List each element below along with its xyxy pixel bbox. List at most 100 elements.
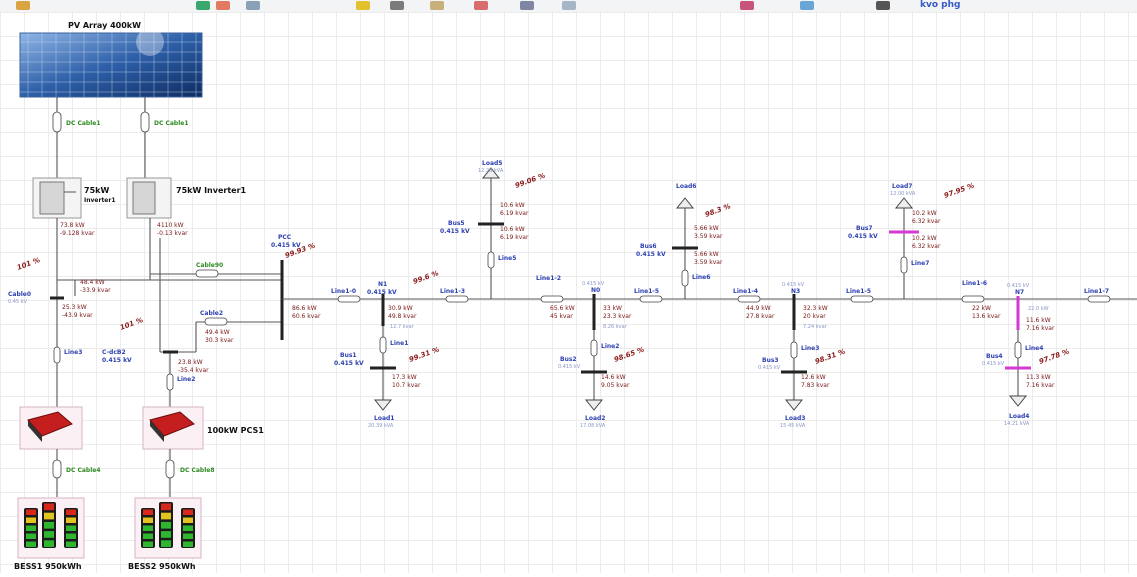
inverter-left[interactable] xyxy=(32,177,82,219)
cable90[interactable] xyxy=(195,269,219,278)
bus5-a-kvar: 6.19 kvar xyxy=(500,210,529,217)
cable-flow-b-kw: 25.3 kW xyxy=(62,304,87,311)
bus3-label: Bus3 xyxy=(762,357,779,364)
chart-icon[interactable] xyxy=(520,1,534,10)
line3[interactable] xyxy=(53,346,61,364)
line1-5[interactable] xyxy=(639,295,663,303)
bus2-kvar: 9.05 kvar xyxy=(601,382,630,389)
load4-label: Load4 xyxy=(1009,413,1029,420)
cable2[interactable] xyxy=(204,317,228,326)
line1-0-label: Line1-0 xyxy=(331,288,356,295)
load7-arrow-icon[interactable] xyxy=(894,197,914,209)
dc-cable8[interactable] xyxy=(165,459,175,479)
line1-5-label: Line1-5 xyxy=(634,288,659,295)
line2b[interactable] xyxy=(590,339,598,357)
save-icon[interactable] xyxy=(216,1,230,10)
report-icon[interactable] xyxy=(562,1,576,10)
dc-cable1-left[interactable] xyxy=(52,111,62,133)
line1-6[interactable] xyxy=(961,295,985,303)
line3-label: Line3 xyxy=(64,349,82,356)
cable2-kvar: 30.3 kvar xyxy=(205,337,234,344)
bus5-a-kw: 10.6 kW xyxy=(500,202,525,209)
line1-5b-label: Line1-5 xyxy=(846,288,871,295)
load5-kva: 12.28 kVA xyxy=(478,168,504,174)
n7-left-kw: 22 kW xyxy=(972,305,991,312)
load5-label: Load5 xyxy=(482,160,502,167)
bus4-kv: 0.415 kV xyxy=(982,361,1005,367)
line4[interactable] xyxy=(1014,341,1022,359)
dc-cable4[interactable] xyxy=(52,459,62,479)
pct-cdc: 101 % xyxy=(119,316,144,332)
line1-2[interactable] xyxy=(540,295,564,303)
n7-label: N7 xyxy=(1015,289,1024,296)
run-icon[interactable] xyxy=(356,1,370,10)
bus3-kvar: 7.83 kvar xyxy=(801,382,830,389)
bus7-a-kvar: 6.32 kvar xyxy=(912,218,941,225)
bus7-kv: 0.415 kV xyxy=(848,233,878,240)
grid-icon[interactable] xyxy=(430,1,444,10)
pcs-right[interactable] xyxy=(142,406,204,450)
load1-arrow-icon[interactable] xyxy=(373,399,393,411)
zoom-icon[interactable] xyxy=(876,1,890,10)
load6-arrow-icon[interactable] xyxy=(675,197,695,209)
pcc-kvar: 60.6 kvar xyxy=(292,313,321,320)
dc-cable1-right[interactable] xyxy=(140,111,150,133)
diagram-canvas[interactable]: PV Array 400kW DC Cable1 DC Cable1 75kW … xyxy=(0,12,1137,573)
inverter-right[interactable] xyxy=(126,177,172,219)
pcs-left[interactable] xyxy=(19,406,83,450)
load2-arrow-icon[interactable] xyxy=(584,399,604,411)
line1[interactable] xyxy=(379,336,387,354)
bus5-b-kvar: 6.19 kvar xyxy=(500,234,529,241)
filter-icon[interactable] xyxy=(800,1,814,10)
bus1-kv: 0.415 kV xyxy=(334,360,364,367)
bus1-label: Bus1 xyxy=(340,352,357,359)
new-icon[interactable] xyxy=(16,1,30,10)
n0-gray: 8.26 kvar xyxy=(603,324,628,330)
load1-kva: 20.39 kVA xyxy=(368,423,394,429)
inv-left-kvar: -9.128 kvar xyxy=(60,230,95,237)
n7-gray: 22.0 kW xyxy=(1028,306,1049,312)
line2[interactable] xyxy=(166,373,174,391)
line1-4[interactable] xyxy=(737,295,761,303)
bus1-kw: 17.3 kW xyxy=(392,374,417,381)
pv-array[interactable] xyxy=(19,28,203,98)
n1-label: N1 xyxy=(378,281,387,288)
bess1-battery-icon[interactable] xyxy=(17,497,85,559)
n1-kvar: 49.8 kvar xyxy=(388,313,417,320)
bess2-battery-icon[interactable] xyxy=(134,497,202,559)
line3b[interactable] xyxy=(790,341,798,359)
line1-7[interactable] xyxy=(1087,295,1111,303)
n3-left-kvar: 27.8 kvar xyxy=(746,313,775,320)
dc-cable1-right-label: DC Cable1 xyxy=(154,120,189,127)
settings-icon[interactable] xyxy=(246,1,260,10)
cdc-kvar: -35.4 kvar xyxy=(178,367,209,374)
inv-right-kw: 4110 kW xyxy=(157,222,184,229)
open-icon[interactable] xyxy=(196,1,210,10)
line1-5b[interactable] xyxy=(850,295,874,303)
n3-right-kvar: 20 kvar xyxy=(803,313,826,320)
color-icon[interactable] xyxy=(740,1,754,10)
line1-3[interactable] xyxy=(445,295,469,303)
c-dc-bus-label: C-dcB2 xyxy=(102,349,126,356)
bus7-b-kvar: 6.32 kvar xyxy=(912,243,941,250)
n0-label: N0 xyxy=(591,287,600,294)
dot-icon[interactable] xyxy=(474,1,488,10)
pct-load5: 99.06 % xyxy=(514,172,546,190)
n1-gray: 12.7 kvar xyxy=(390,324,415,330)
line6[interactable] xyxy=(681,269,689,287)
n7-left-kvar: 13.6 kvar xyxy=(972,313,1001,320)
load3-arrow-icon[interactable] xyxy=(784,399,804,411)
print-icon[interactable] xyxy=(390,1,404,10)
bus3-kv: 0.415 kV xyxy=(758,365,781,371)
cable90-label: Cable90 xyxy=(196,262,223,269)
bus4-label: Bus4 xyxy=(986,353,1003,360)
n3-right-kw: 32.3 kW xyxy=(803,305,828,312)
cable-flow-b-kvar: -43.9 kvar xyxy=(62,312,93,319)
n3-left-kw: 44.9 kW xyxy=(746,305,771,312)
line1-0[interactable] xyxy=(337,295,361,303)
cable2-kw: 49.4 kW xyxy=(205,329,230,336)
load4-arrow-icon[interactable] xyxy=(1008,395,1028,407)
line5[interactable] xyxy=(487,251,495,269)
bess2-label: BESS2 950kWh xyxy=(128,562,196,571)
line7[interactable] xyxy=(900,256,908,274)
